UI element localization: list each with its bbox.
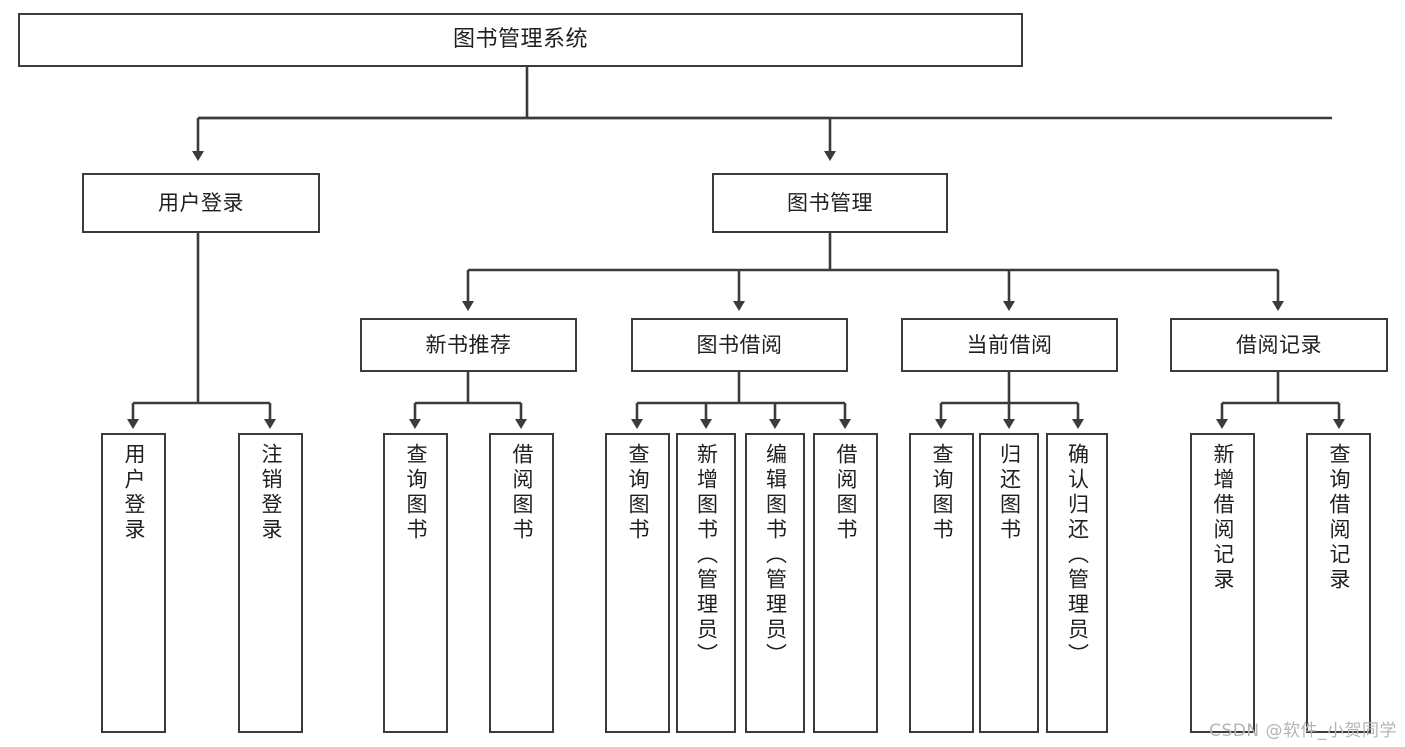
wire-group-borrow-record [1216,372,1345,429]
node-current-borrow[interactable]: 当前借阅 [901,318,1118,372]
node-leaf-query-book-2[interactable]: 查询图书 [605,433,670,733]
node-user-login-label: 用户登录 [158,190,244,215]
wire-group-new-book-recommend [409,372,527,429]
node-leaf-query-record-label: 查询借阅记录 [1327,443,1351,593]
node-leaf-edit-book-label: 编辑图书（管理员） [763,443,788,668]
node-leaf-logout-login-label: 注销登录 [259,443,283,543]
node-leaf-query-book-1[interactable]: 查询图书 [383,433,448,733]
node-leaf-borrow-book-1[interactable]: 借阅图书 [489,433,554,733]
node-book-manage-label: 图书管理 [787,190,873,215]
node-book-manage[interactable]: 图书管理 [712,173,948,233]
node-leaf-edit-book[interactable]: 编辑图书（管理员） [745,433,805,733]
node-leaf-confirm-return[interactable]: 确认归还（管理员） [1046,433,1108,733]
node-leaf-add-book[interactable]: 新增图书（管理员） [676,433,736,733]
node-borrow-record-label: 借阅记录 [1236,332,1322,357]
node-leaf-query-book-3-label: 查询图书 [930,443,954,543]
node-leaf-borrow-book-2[interactable]: 借阅图书 [813,433,878,733]
node-leaf-return-book-label: 归还图书 [997,443,1022,543]
wire-group-root [192,116,836,161]
node-leaf-return-book[interactable]: 归还图书 [979,433,1039,733]
wire-group-book-borrow [631,372,851,429]
node-leaf-add-book-label: 新增图书（管理员） [694,443,719,668]
node-leaf-add-record[interactable]: 新增借阅记录 [1190,433,1255,733]
node-leaf-borrow-book-2-label: 借阅图书 [834,443,858,543]
node-leaf-borrow-book-1-label: 借阅图书 [510,443,534,543]
node-leaf-query-book-2-label: 查询图书 [626,443,650,543]
node-leaf-user-login[interactable]: 用户登录 [101,433,166,733]
node-user-login[interactable]: 用户登录 [82,173,320,233]
node-leaf-add-record-label: 新增借阅记录 [1211,443,1235,593]
watermark: CSDN @软件_小贺同学 [1209,721,1397,741]
node-book-borrow-label: 图书借阅 [696,332,783,357]
node-leaf-query-book-1-label: 查询图书 [404,443,428,543]
node-borrow-record[interactable]: 借阅记录 [1170,318,1388,372]
wire-group-current-borrow [935,372,1084,429]
node-leaf-confirm-return-label: 确认归还（管理员） [1065,443,1090,668]
node-root[interactable]: 图书管理系统 [18,13,1023,67]
node-leaf-user-login-label: 用户登录 [122,443,146,543]
node-new-book-recommend[interactable]: 新书推荐 [360,318,577,372]
wire-group-user-login [127,233,276,429]
node-leaf-logout-login[interactable]: 注销登录 [238,433,303,733]
wire-group-book-manage [462,233,1284,311]
node-root-label: 图书管理系统 [452,27,588,53]
node-leaf-query-book-3[interactable]: 查询图书 [909,433,974,733]
node-book-borrow[interactable]: 图书借阅 [631,318,848,372]
node-leaf-query-record[interactable]: 查询借阅记录 [1306,433,1371,733]
node-current-borrow-label: 当前借阅 [966,332,1053,357]
node-new-book-recommend-label: 新书推荐 [425,332,512,357]
